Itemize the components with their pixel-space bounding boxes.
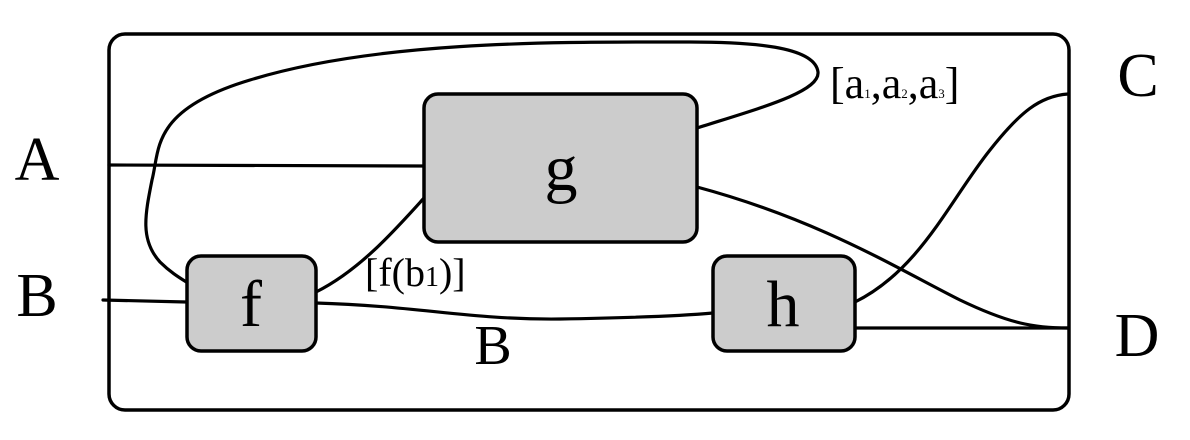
wire-h-to-c — [853, 92, 1070, 304]
box-g-rect — [422, 92, 699, 244]
wire-a-to-g — [107, 163, 426, 168]
wire-feedback-loop — [144, 40, 820, 285]
wire-g-to-d — [695, 185, 1070, 330]
wire-f-to-h-b — [314, 301, 715, 321]
box-h-label: h — [767, 268, 800, 341]
box-g: g — [422, 92, 699, 244]
box-f: f — [185, 254, 318, 353]
label-output-c: C — [1117, 42, 1158, 110]
label-input-b: B — [16, 262, 57, 330]
box-f-label: f — [240, 268, 262, 341]
box-f-rect — [185, 254, 318, 353]
box-g-label: g — [545, 132, 578, 205]
box-h-rect — [711, 254, 857, 353]
wire-b-to-f — [101, 298, 188, 304]
label-output-d: D — [1115, 302, 1160, 370]
label-input-a: A — [15, 126, 60, 194]
box-h: h — [711, 254, 857, 353]
label-loop-list: [a1,a2,a3] — [830, 59, 959, 108]
label-f-of-b1: [f(b1)] — [365, 250, 466, 295]
outer-frame — [107, 32, 1071, 412]
wire-f-to-g — [314, 196, 426, 294]
label-b-inner: B — [474, 315, 511, 377]
